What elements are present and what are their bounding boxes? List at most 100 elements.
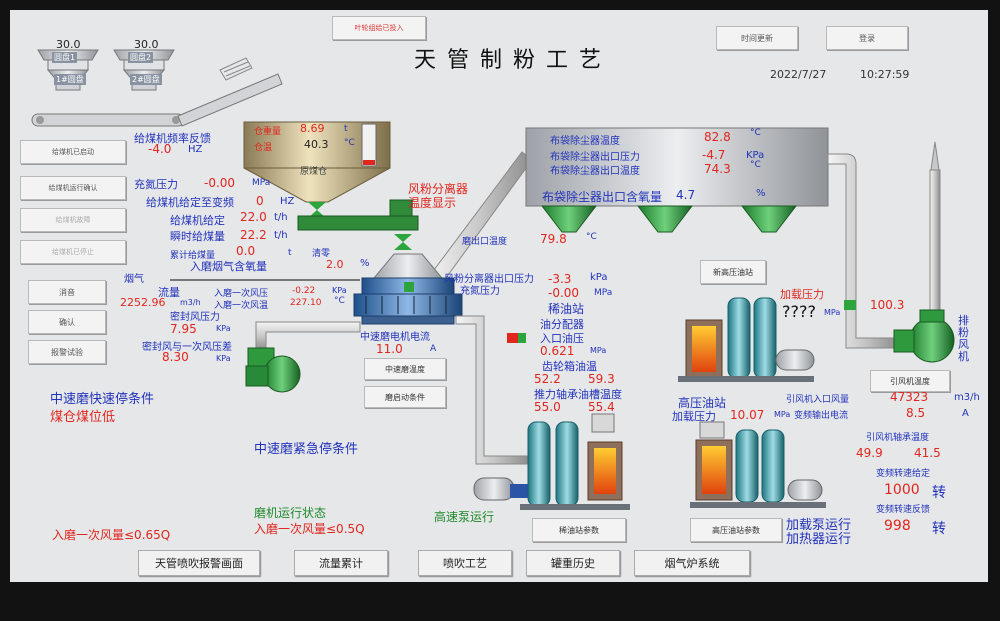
alarm-test-button[interactable]: 报警试验 — [28, 340, 106, 364]
fast-stop-item: 煤仓煤位低 — [50, 410, 116, 425]
n2-pressure-value: -0.00 — [204, 176, 236, 190]
bin2-tag: 圆盘2 — [128, 52, 154, 63]
feeder-run-confirm-button[interactable]: 给煤机运行确认 — [20, 176, 126, 200]
mill-outlet-temp-label: 磨出口温度 — [462, 237, 508, 247]
flow-label: 流量 — [158, 286, 180, 299]
raw-coal-bunker — [243, 121, 391, 203]
baghouse-ot-value: 74.3 — [704, 162, 731, 176]
bearing-temp-label: 推力轴承油槽温度 — [534, 388, 622, 401]
nav-tank-history[interactable]: 罐重历史 — [526, 550, 620, 576]
baghouse-temp-value: 82.8 — [704, 130, 731, 144]
hp-oil-station — [690, 421, 826, 508]
new-hp-load-unit: MPa — [824, 308, 841, 317]
n2-pressure-label: 充氮压力 — [134, 178, 178, 191]
oil-n2-label: 充氮压力 — [460, 286, 500, 297]
feeder-fault-button[interactable]: 给煤机故障 — [20, 208, 126, 232]
new-hp-oil-button[interactable]: 新高压油站 — [700, 260, 766, 284]
fan-bearing-1: 49.9 — [856, 446, 883, 460]
fan-temp-button[interactable]: 引风机温度 — [870, 370, 950, 392]
primary-air-t-unit: °C — [334, 296, 345, 306]
oil-dist-value: 0.621 — [540, 344, 575, 358]
bunker-temp-unit: °C — [344, 138, 355, 148]
primary-air-p-unit: KPa — [332, 286, 347, 295]
feeder-set-value: 22.0 — [240, 210, 267, 224]
baghouse — [525, 127, 829, 233]
nav-injection-process[interactable]: 喷吹工艺 — [418, 550, 512, 576]
bunker-name: 原煤仓 — [300, 167, 328, 177]
primary-air-t-label: 入磨一次风温 — [214, 301, 269, 311]
nav-flue-gas-furnace[interactable]: 烟气炉系统 — [634, 550, 750, 576]
hp-oil-params-button[interactable]: 高压油站参数 — [690, 518, 782, 542]
inst-feed-value: 22.2 — [240, 228, 267, 242]
baghouse-ot-unit: °C — [750, 160, 761, 170]
date-display: 2022/7/27 — [770, 68, 827, 81]
fan-vfd-unit: A — [962, 408, 969, 419]
mill-gas-o2-unit: % — [360, 258, 370, 269]
time-update-button[interactable]: 时间更新 — [716, 26, 798, 50]
new-hp-load-label: 加载压力 — [780, 288, 824, 301]
baghouse-o2-value: 4.7 — [676, 188, 696, 202]
bunker-temp-value: 40.3 — [304, 138, 329, 151]
nav-alarm-screen[interactable]: 天管喷吹报警画面 — [138, 550, 260, 576]
nav-flow-totalizer[interactable]: 流量累计 — [294, 550, 388, 576]
bin1-name: 1#圆盘 — [54, 74, 86, 85]
feeder-freq-value: -4.0 — [148, 142, 172, 156]
baghouse-ot-label: 布袋除尘器出口温度 — [550, 166, 640, 177]
mill-temp-button[interactable]: 中速磨温度 — [364, 358, 446, 380]
baghouse-o2-label: 布袋除尘器出口含氧量 — [542, 190, 663, 204]
acc-feed-label: 累计给煤量 — [170, 251, 216, 261]
top-status-button[interactable]: 叶轮组给已投入 — [332, 16, 426, 40]
page-title: 天 管 制 粉 工 艺 — [414, 48, 603, 73]
baghouse-temp-label: 布袋除尘器温度 — [550, 136, 620, 147]
mill-gas-o2-label: 入磨烟气含氧量 — [190, 260, 267, 273]
fan-name-3: 风 — [958, 338, 969, 351]
fan-bearing-2: 41.5 — [914, 446, 941, 460]
flow-unit: m3/h — [180, 298, 201, 307]
acc-feed-value: 0.0 — [236, 244, 256, 258]
separator-title-2: 温度显示 — [408, 196, 457, 210]
fast-stop-title: 中速磨快速停条件 — [50, 392, 155, 407]
baghouse-p-unit: KPa — [746, 150, 765, 161]
login-button[interactable]: 登录 — [826, 26, 908, 50]
medium-speed-mill — [353, 253, 463, 325]
clear-button[interactable]: 清零 — [312, 249, 331, 259]
bin2-value: 30.0 — [134, 38, 159, 51]
baghouse-p-value: -4.7 — [702, 148, 726, 162]
confirm-button[interactable]: 确认 — [28, 310, 106, 334]
fan-inlet-label: 引风机入口风量 — [786, 395, 850, 405]
baghouse-p-label: 布袋除尘器出口压力 — [550, 152, 640, 163]
sep-outlet-p-label: 风粉分离器出口压力 — [444, 274, 534, 285]
belt-conveyor — [31, 57, 283, 127]
bin2-name: 2#圆盘 — [130, 74, 162, 85]
oil-n2-value: -0.00 — [548, 286, 580, 300]
thin-oil-params-button[interactable]: 稀油站参数 — [532, 518, 626, 542]
feeder-vfd-unit: HZ — [280, 196, 295, 207]
hp-pump-status: 高速泵运行 — [434, 510, 495, 524]
primary-air-p-label: 入磨一次风压 — [214, 289, 269, 299]
oil-dist-label-1: 油分配器 — [540, 318, 584, 331]
emergency-stop-title: 中速磨紧急停条件 — [254, 442, 359, 457]
exhaust-pipe — [827, 153, 899, 349]
inst-feed-label: 瞬时给煤量 — [170, 230, 225, 243]
mute-button[interactable]: 消音 — [28, 280, 106, 304]
feeder-freq-label: 给煤机频率反馈 — [134, 132, 211, 145]
separator-outlet-pipe — [427, 151, 533, 287]
seal-diff-label: 密封风与一次风压差 — [142, 342, 232, 353]
thin-oil-title: 稀油站 — [548, 302, 585, 316]
load-pump-status: 加载泵运行 — [786, 518, 852, 533]
acc-feed-unit: t — [288, 248, 292, 258]
mill-start-cond-button[interactable]: 磨启动条件 — [364, 386, 446, 408]
feeder-set-unit: t/h — [274, 212, 288, 223]
seal-air-unit: KPa — [216, 324, 231, 333]
heater-status: 加热器运行 — [786, 532, 852, 547]
speed-fb-unit: 转 — [932, 521, 946, 537]
feeder-stopped-button[interactable]: 给煤机已停止 — [20, 240, 126, 264]
feeder-started-button[interactable]: 给煤机已启动 — [20, 140, 126, 164]
exhaust-fan — [893, 309, 955, 363]
fan-damper — [844, 300, 856, 310]
mill-current-label: 中速磨电机电流 — [360, 332, 430, 343]
feeder-motor — [389, 199, 413, 217]
bunker-temp-label: 仓温 — [254, 143, 273, 153]
oil-valve-green — [518, 333, 526, 343]
flue-gas-label: 烟气 — [124, 274, 144, 285]
